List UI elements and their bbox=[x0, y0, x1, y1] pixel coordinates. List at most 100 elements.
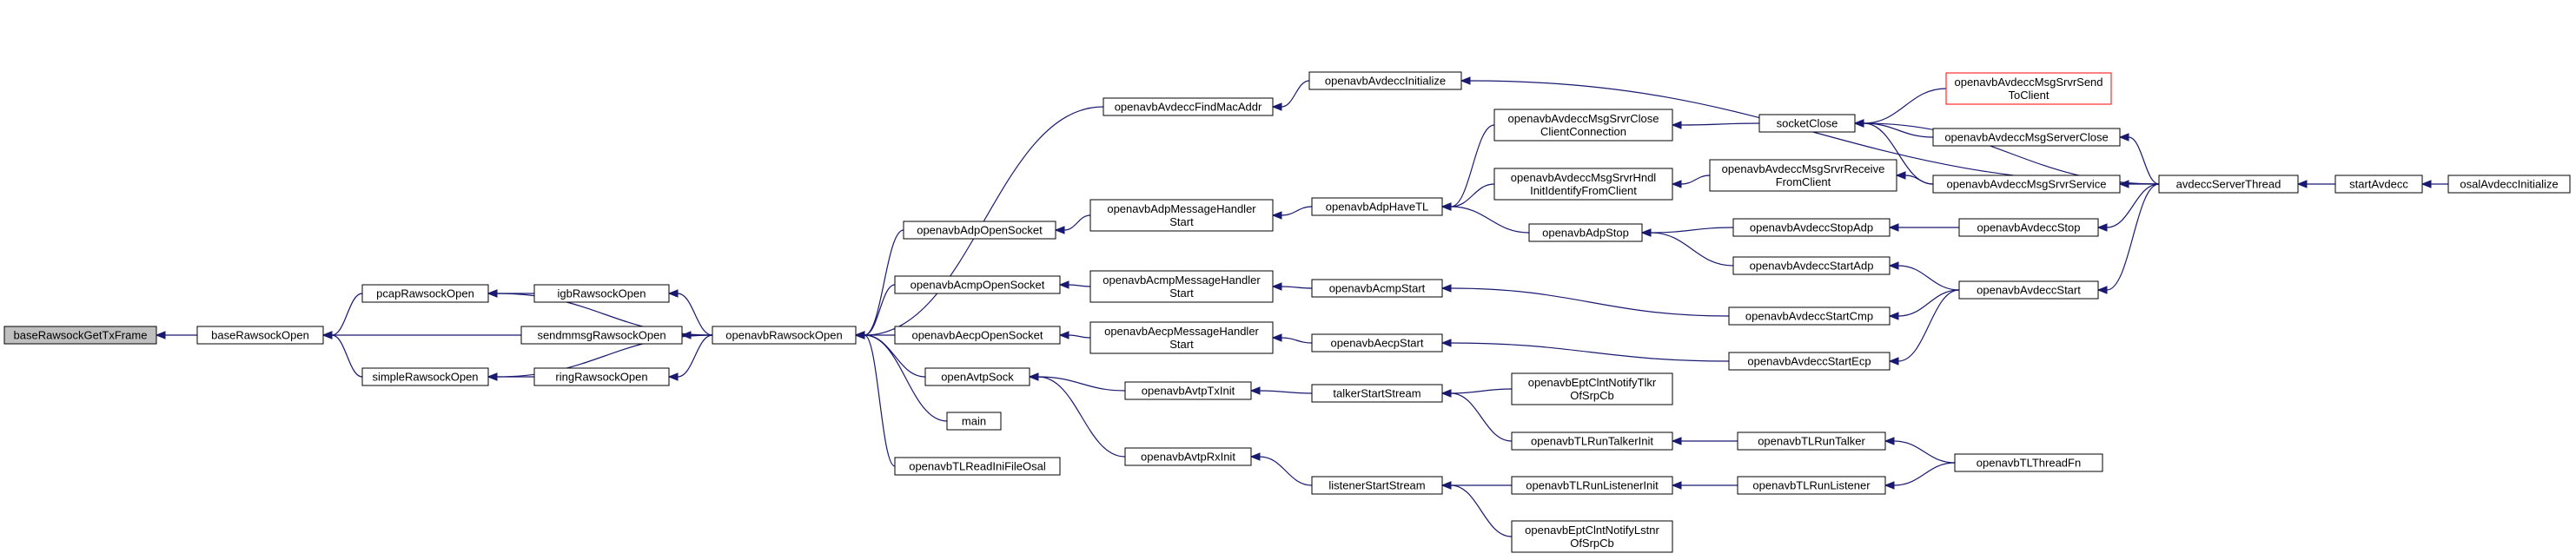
edge-openavb-acmp-start-to-openavb-acmp-message-handler-start bbox=[1281, 286, 1313, 289]
edge-openavb-rawsock-open-to-igb-rawsock-open bbox=[677, 293, 713, 336]
node-openavb-adp-open-socket[interactable]: openavbAdpOpenSocket bbox=[903, 221, 1056, 240]
arrowhead bbox=[680, 331, 692, 339]
arrowhead bbox=[1440, 481, 1452, 490]
node-openavb-avdecc-msg-srvr-service[interactable]: openavbAvdeccMsgSrvrService bbox=[1932, 175, 2121, 194]
node-openavb-avdecc-msg-srvr-hndl-init-identify-from-client[interactable]: openavbAvdeccMsgSrvrHndlInitIdentifyFrom… bbox=[1493, 168, 1673, 201]
node-openavb-avtp-rx-init[interactable]: openavbAvtpRxInit bbox=[1124, 447, 1252, 466]
node-base-rawsock-open[interactable]: baseRawsockOpen bbox=[196, 326, 324, 345]
edge-openavb-avdecc-start-to-openavb-avdecc-start-adp bbox=[1897, 265, 1960, 291]
node-label: openavbAcmpStart bbox=[1329, 282, 1426, 295]
node-sendmmsg-rawsock-open[interactable]: sendmmsgRawsockOpen bbox=[520, 326, 683, 345]
node-openavb-tl-read-ini-file-osal[interactable]: openavbTLReadIniFileOsal bbox=[894, 457, 1061, 476]
node-box bbox=[196, 326, 324, 345]
arrowhead bbox=[1888, 312, 1899, 320]
node-openavb-avdecc-msg-srvr-close-client-connection[interactable]: openavbAvdeccMsgSrvrCloseClientConnectio… bbox=[1493, 109, 1673, 142]
node-label: openavbAvdeccStop bbox=[1977, 221, 2080, 234]
arrowhead bbox=[2118, 133, 2129, 142]
node-label: openavbRawsockOpen bbox=[725, 329, 842, 342]
node-main[interactable]: main bbox=[946, 412, 1002, 431]
arrowhead bbox=[1671, 481, 1682, 490]
node-openavb-tl-run-talker-init[interactable]: openavbTLRunTalkerInit bbox=[1511, 432, 1673, 451]
node-label: openavbAecpMessageHandler bbox=[1104, 325, 1259, 338]
node-label: openavbAvdeccFindMacAddr bbox=[1115, 101, 1262, 114]
node-openavb-avdecc-start-adp[interactable]: openavbAvdeccStartAdp bbox=[1732, 256, 1891, 275]
node-pcap-rawsock-open[interactable]: pcapRawsockOpen bbox=[361, 284, 489, 303]
node-label: avdeccServerThread bbox=[2176, 178, 2281, 191]
node-openavb-avdecc-stop-adp[interactable]: openavbAvdeccStopAdp bbox=[1732, 218, 1891, 237]
node-label: openavbAcmpOpenSocket bbox=[911, 279, 1045, 292]
node-box bbox=[1493, 109, 1673, 142]
node-openavb-acmp-start[interactable]: openavbAcmpStart bbox=[1311, 279, 1443, 298]
node-openavb-avdecc-initialize[interactable]: openavbAvdeccInitialize bbox=[1308, 71, 1462, 90]
node-start-avdecc[interactable]: startAvdecc bbox=[2334, 175, 2423, 194]
node-label: openavbEptClntNotifyTlkr bbox=[1528, 376, 1657, 389]
node-label: Start bbox=[1169, 215, 1194, 228]
node-openavb-avdecc-find-mac-addr[interactable]: openavbAvdeccFindMacAddr bbox=[1103, 97, 1274, 116]
node-openavb-avdecc-msg-server-close[interactable]: openavbAvdeccMsgServerClose bbox=[1932, 128, 2121, 147]
arrowhead bbox=[1440, 284, 1452, 293]
node-openavb-tl-run-talker[interactable]: openavbTLRunTalker bbox=[1737, 432, 1886, 451]
node-label: openavbAdpMessageHandler bbox=[1107, 202, 1256, 215]
node-openavb-adp-stop[interactable]: openavbAdpStop bbox=[1528, 223, 1643, 242]
edge-openavb-avtp-rx-init-to-open-avtp-sock bbox=[1037, 376, 1126, 458]
node-listener-start-stream[interactable]: listenerStartStream bbox=[1311, 476, 1443, 495]
node-label: main bbox=[962, 415, 986, 428]
node-label: openavbAcmpMessageHandler bbox=[1103, 273, 1261, 287]
arrowhead bbox=[1888, 357, 1899, 366]
node-label: openavbTLRunListener bbox=[1752, 479, 1871, 492]
node-openavb-rawsock-open[interactable]: openavbRawsockOpen bbox=[712, 326, 857, 345]
arrowhead bbox=[1671, 180, 1682, 188]
node-label: socketClose bbox=[1777, 117, 1838, 130]
node-label: openavbAecpOpenSocket bbox=[911, 329, 1043, 342]
node-open-avtp-sock[interactable]: openAvtpSock bbox=[924, 367, 1030, 386]
node-simple-rawsock-open[interactable]: simpleRawsockOpen bbox=[361, 367, 489, 386]
node-openavb-tl-run-listener[interactable]: openavbTLRunListener bbox=[1737, 476, 1886, 495]
node-openavb-acmp-open-socket[interactable]: openavbAcmpOpenSocket bbox=[894, 275, 1061, 294]
edge-socket-close-to-openavb-avdecc-msg-srvr-close-client-connection bbox=[1680, 122, 1760, 126]
node-openavb-avdecc-start-ecp[interactable]: openavbAvdeccStartEcp bbox=[1728, 352, 1891, 371]
node-label: sendmmsgRawsockOpen bbox=[537, 329, 666, 342]
node-openavb-tl-run-listener-init[interactable]: openavbTLRunListenerInit bbox=[1511, 476, 1673, 495]
arrowhead bbox=[1271, 211, 1282, 220]
node-box bbox=[533, 284, 670, 303]
node-box bbox=[1311, 197, 1443, 216]
node-avdecc-server-thread[interactable]: avdeccServerThread bbox=[2158, 175, 2299, 194]
node-box bbox=[1124, 447, 1252, 466]
arrowhead bbox=[667, 372, 679, 381]
arrowhead bbox=[1884, 437, 1895, 445]
node-igb-rawsock-open[interactable]: igbRawsockOpen bbox=[533, 284, 670, 303]
node-label: openavbAvdeccStopAdp bbox=[1750, 221, 1873, 234]
arrowhead bbox=[1460, 76, 1471, 85]
node-box bbox=[1089, 270, 1274, 303]
node-openavb-avtp-tx-init[interactable]: openavbAvtpTxInit bbox=[1124, 381, 1252, 400]
node-ring-rawsock-open[interactable]: ringRawsockOpen bbox=[533, 367, 670, 386]
node-talker-start-stream[interactable]: talkerStartStream bbox=[1311, 384, 1443, 403]
node-socket-close[interactable]: socketClose bbox=[1758, 114, 1856, 133]
arrowhead bbox=[321, 331, 333, 339]
node-base-rawsock-get-tx-frame[interactable]: baseRawsockGetTxFrame bbox=[3, 326, 157, 345]
arrowhead bbox=[1671, 121, 1682, 129]
node-box bbox=[1758, 114, 1856, 133]
node-openavb-avdecc-start-cmp[interactable]: openavbAvdeccStartCmp bbox=[1728, 306, 1891, 326]
node-osal-avdecc-initialize[interactable]: osalAvdeccInitialize bbox=[2447, 175, 2571, 194]
node-openavb-avdecc-stop[interactable]: openavbAvdeccStop bbox=[1958, 218, 2099, 237]
node-label: openavbEptClntNotifyLstnr bbox=[1525, 524, 1659, 537]
node-box bbox=[894, 326, 1061, 345]
node-label: openavbAdpStop bbox=[1542, 227, 1629, 240]
edge-openavb-avdecc-start-cmp-to-openavb-acmp-start bbox=[1450, 287, 1730, 317]
arrowhead bbox=[667, 289, 679, 298]
node-openavb-aecp-open-socket[interactable]: openavbAecpOpenSocket bbox=[894, 326, 1061, 345]
edge-openavb-rawsock-open-to-ring-rawsock-open bbox=[677, 334, 713, 378]
node-openavb-adp-have-tl[interactable]: openavbAdpHaveTL bbox=[1311, 197, 1443, 216]
node-openavb-tl-thread-fn[interactable]: openavbTLThreadFn bbox=[1954, 453, 2103, 472]
node-openavb-aecp-start[interactable]: openavbAecpStart bbox=[1311, 333, 1443, 352]
node-box bbox=[1728, 306, 1891, 326]
node-openavb-avdecc-start[interactable]: openavbAvdeccStart bbox=[1958, 280, 2099, 300]
